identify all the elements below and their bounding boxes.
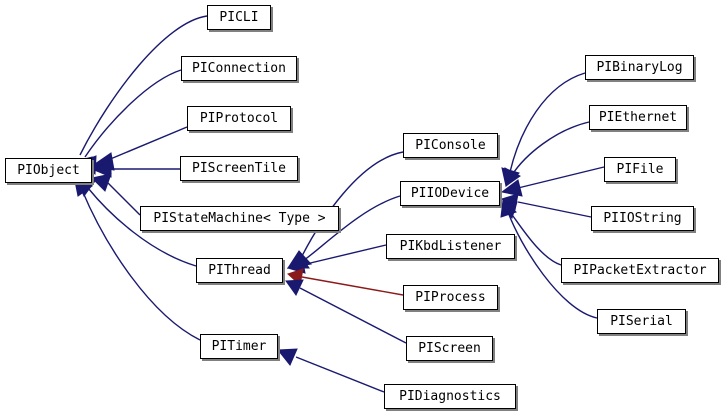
class-node-label: PIPacketExtractor [573, 263, 707, 278]
class-node-piiostring[interactable]: PIIOString [591, 206, 694, 231]
arrowhead-e-piscreentile [90, 160, 112, 178]
arrowhead-e-pibinarylog [501, 167, 520, 187]
class-node-label: PIObject [17, 163, 80, 178]
edge-e-pikbdlistener [301, 244, 387, 266]
edge-e-pidiagnostics [295, 356, 385, 393]
class-node-piserial[interactable]: PISerial [597, 309, 686, 334]
class-node-label: PIProcess [415, 290, 486, 305]
arrowhead-e-piserial [500, 198, 517, 218]
edge-e-piprotocol [107, 126, 188, 161]
class-node-pifile[interactable]: PIFile [604, 157, 676, 182]
class-node-label: PIProtocol [199, 111, 279, 126]
arrowhead-e-pifile [500, 179, 523, 197]
edge-e-picli [79, 15, 208, 156]
edge-e-piconnection [84, 69, 182, 158]
class-node-piprotocol[interactable]: PIProtocol [187, 106, 291, 131]
arrowhead-e-piconsole [286, 250, 312, 269]
class-node-label: PIKbdListener [399, 239, 502, 254]
class-node-piethernet[interactable]: PIEthernet [589, 105, 687, 130]
class-node-pidiagnostics[interactable]: PIDiagnostics [384, 384, 516, 409]
class-node-pithread[interactable]: PIThread [196, 258, 283, 283]
class-node-piprocess[interactable]: PIProcess [403, 285, 498, 310]
class-node-label: PIFile [616, 162, 664, 177]
class-node-piconnection[interactable]: PIConnection [181, 56, 297, 81]
arrowhead-e-pipacketextractor [499, 201, 518, 219]
class-node-label: PIDiagnostics [399, 389, 501, 404]
arrowhead-e-pistatemachine [90, 173, 112, 192]
class-node-label: PIScreenTile [192, 161, 286, 176]
class-node-label: PIConsole [415, 138, 486, 153]
edge-e-piprocess [301, 276, 404, 296]
class-node-piscreen[interactable]: PIScreen [406, 336, 493, 361]
class-node-piconsole[interactable]: PIConsole [403, 133, 498, 158]
arrowhead-e-piethernet [504, 167, 521, 187]
class-node-pikbdlistener[interactable]: PIKbdListener [386, 234, 515, 259]
edge-e-pistatemachine [107, 182, 141, 216]
class-node-pipacketextractor[interactable]: PIPacketExtractor [561, 258, 719, 283]
class-node-label: PISerial [610, 314, 673, 329]
class-node-label: PITimer [211, 339, 267, 354]
class-node-label: PICLI [219, 10, 259, 25]
arrowhead-e-piprotocol [90, 152, 115, 171]
edge-e-piscreen [299, 287, 407, 344]
arrowhead-e-pidiagnostics [277, 348, 298, 366]
edge-e-pifile [517, 166, 605, 189]
class-node-label: PIScreen [418, 341, 481, 356]
class-node-label: PIEthernet [598, 110, 678, 125]
edge-e-pibinarylog [509, 72, 586, 173]
arrowhead-e-pikbdlistener [286, 256, 306, 274]
class-node-piscreentile[interactable]: PIScreenTile [180, 156, 298, 181]
class-node-pitimer[interactable]: PITimer [200, 334, 278, 359]
class-node-picli[interactable]: PICLI [207, 5, 271, 30]
class-node-piobject[interactable]: PIObject [5, 158, 92, 183]
class-node-label: PIConnection [192, 61, 286, 76]
class-node-piiodevice[interactable]: PIIODevice [400, 181, 500, 206]
class-node-label: PIBinaryLog [596, 60, 683, 75]
class-node-pistatemachine[interactable]: PIStateMachine< Type > [140, 206, 339, 231]
edge-e-piiostring [517, 201, 592, 218]
class-node-label: PIStateMachine< Type > [153, 211, 326, 226]
arrowhead-e-piiostring [500, 193, 519, 211]
class-node-label: PIThread [208, 263, 271, 278]
edge-e-piethernet [511, 121, 590, 176]
arrowhead-e-piiodevice [286, 253, 310, 269]
arrowhead-e-piprocess [287, 268, 304, 286]
class-node-pibinarylog[interactable]: PIBinaryLog [585, 55, 694, 80]
edge-e-pipacketextractor [509, 211, 562, 266]
class-node-label: PIIOString [603, 211, 682, 226]
arrowhead-e-piscreen [285, 279, 304, 296]
class-node-label: PIIODevice [410, 186, 490, 201]
